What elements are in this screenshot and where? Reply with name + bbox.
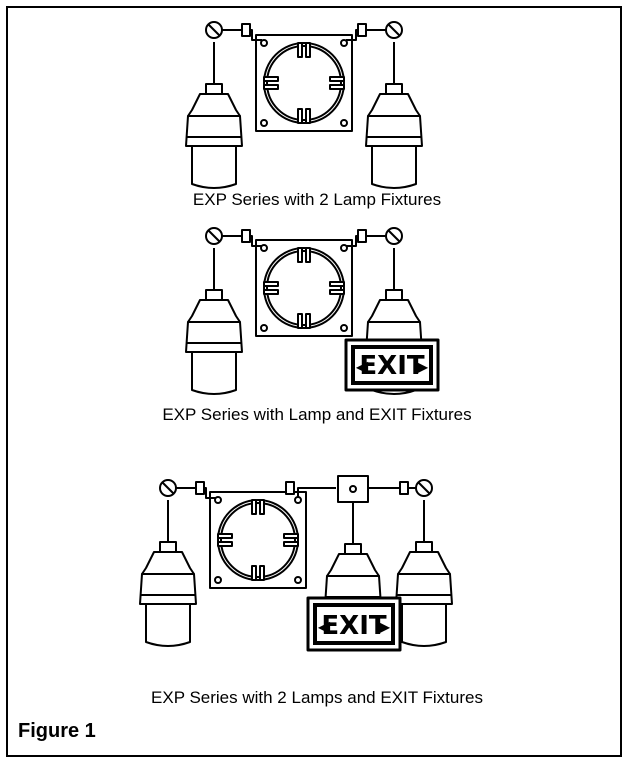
lamp-fixture-left [185,41,243,189]
fixture-2-lamps [185,21,423,189]
right-arrow-icon: ▶ [378,619,391,636]
fixture-lamp-exit [185,227,440,395]
junction-box [209,491,307,589]
lamp-fixture-left [185,247,243,395]
fixture-2-lamps-exit [139,475,453,652]
left-arrow-icon: ◀ [356,359,369,376]
junction-box [255,34,353,132]
lamp-fixture-left [139,499,197,647]
left-arrow-icon: ◀ [318,619,331,636]
caption-lamp-exit: EXP Series with Lamp and EXIT Fixtures [162,405,472,424]
figure-title: Figure 1 [18,720,96,742]
exit-sign [306,596,402,652]
caption-2-lamps-exit: EXP Series with 2 Lamps and EXIT Fixture… [151,688,483,707]
lamp-fixture-right [395,499,453,647]
right-arrow-icon: ▶ [416,359,429,376]
exit-sign [344,338,440,392]
junction-box [255,239,353,337]
caption-2-lamps: EXP Series with 2 Lamp Fixtures [192,190,442,209]
exit-sign-label: EXIT [321,611,386,641]
figure-border [6,6,622,757]
exit-sign-label: EXIT [359,351,424,381]
lamp-fixture-right [365,41,423,189]
